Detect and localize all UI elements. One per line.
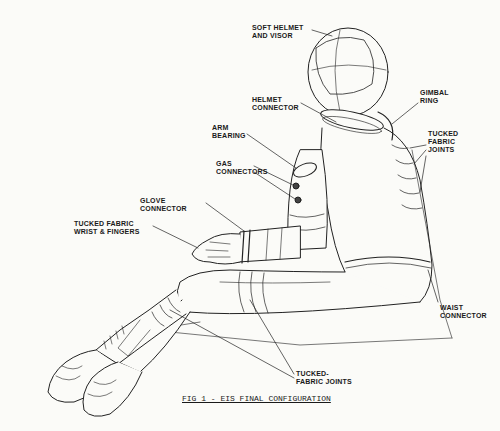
connector-label: WAIST CONNECTOR — [440, 304, 484, 320]
helmet-label: SOFT HELMET AND VISOR — [252, 24, 312, 40]
figure-caption: FIG 1 - EIS FINAL CONFIGURATION — [182, 394, 331, 403]
connector-label: GAS CONNECTORS — [216, 160, 254, 176]
connector-label: HELMET CONNECTOR — [252, 96, 300, 112]
ring-label: GIMBAL RING — [420, 89, 456, 105]
joint-label: TUCKED FABRIC WRIST & FINGERS — [74, 220, 154, 236]
bearing-label: ARM BEARING — [212, 124, 250, 140]
joint-label: TUCKED-FABRIC JOINTS — [296, 370, 352, 386]
joint-label: TUCKED FABRIC JOINTS — [428, 130, 468, 154]
connector-label: GLOVE CONNECTOR — [140, 197, 210, 213]
